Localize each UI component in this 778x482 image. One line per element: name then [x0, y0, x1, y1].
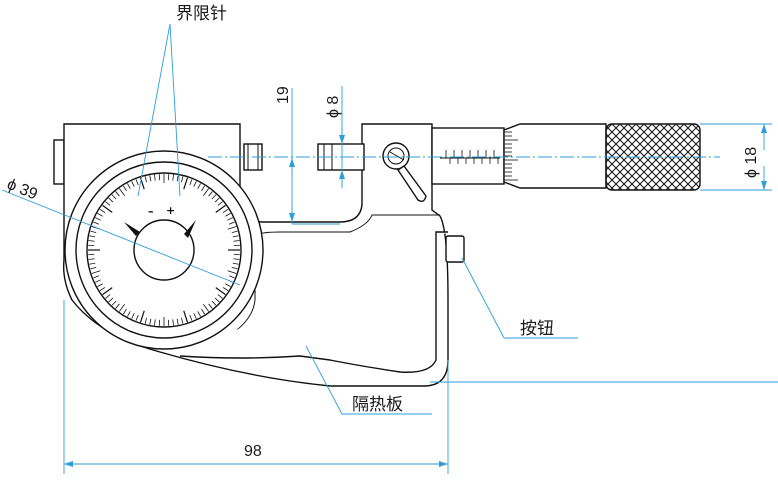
dial-center-hub — [133, 219, 195, 281]
insulation-plate — [179, 231, 448, 373]
sleeve — [431, 127, 505, 185]
thimble-group — [503, 123, 701, 191]
dim-19-lines — [289, 88, 340, 225]
sleeve-group — [382, 127, 505, 203]
dial-dia-leader — [1, 189, 241, 286]
frame-end-cap — [53, 139, 65, 185]
label-insulation-plate: 隔热板 — [352, 395, 403, 415]
dim-height: 19 — [275, 86, 292, 104]
dim-thimble-diameter: ϕ 18 — [743, 147, 760, 178]
lock-lever — [397, 165, 427, 203]
dial-gauge: – + — [64, 150, 264, 350]
dial-plus-sign: + — [166, 204, 175, 217]
thimble — [503, 123, 607, 189]
limit-pointer-right — [184, 220, 196, 238]
dim-dial-diameter: ϕ 39 — [5, 176, 40, 203]
dim-18-lines — [700, 123, 772, 191]
plate-leader — [305, 345, 343, 415]
push-button — [445, 235, 465, 263]
button-body — [445, 235, 465, 263]
label-button: 按钮 — [520, 319, 554, 339]
dial-minus-sign: – — [148, 205, 154, 218]
pointer-leaders — [137, 23, 181, 197]
limit-pointer-left — [124, 222, 140, 236]
button-leader — [461, 257, 505, 339]
label-limit-pointer: 界限针 — [176, 4, 227, 24]
dim-length: 98 — [244, 443, 262, 460]
dim-spindle-diameter: ϕ 8 — [325, 96, 342, 118]
dial-ticks — [88, 174, 240, 326]
dim-98-lines — [63, 300, 778, 474]
